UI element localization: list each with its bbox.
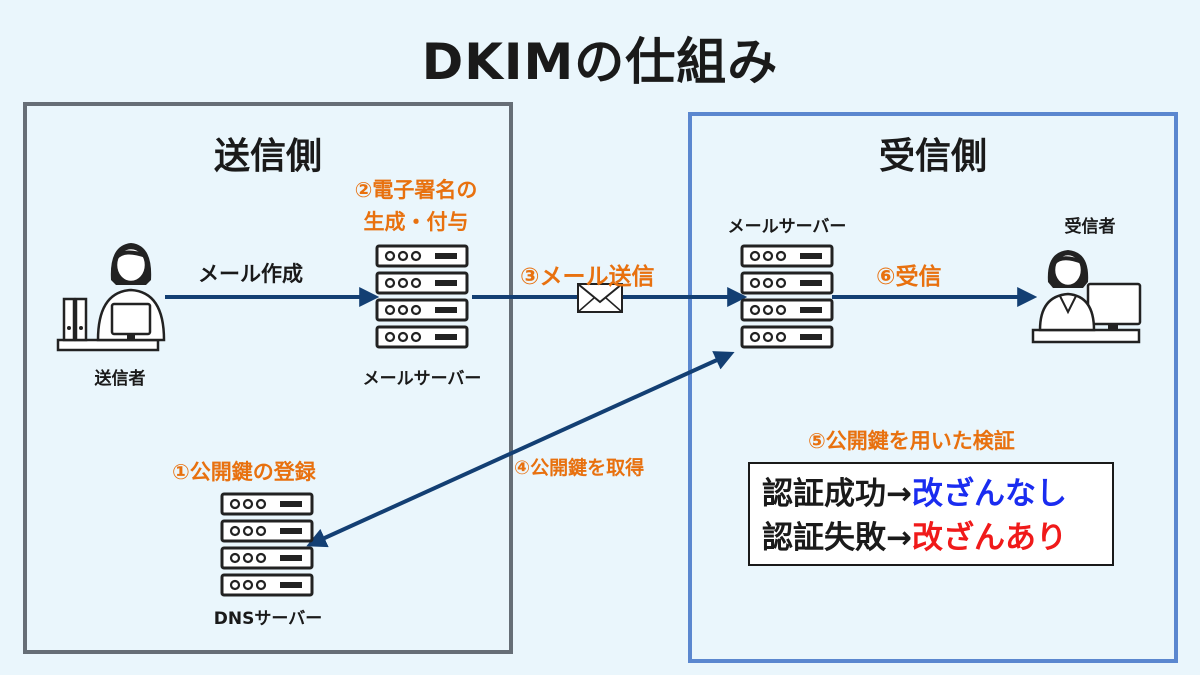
result-fail-value: 改ざんあり — [911, 520, 1067, 556]
envelope-icon — [577, 283, 623, 313]
step6-label: ⑥受信 — [876, 264, 942, 290]
arrow-public-key-fetch — [306, 351, 735, 548]
result-success-value: 改ざんなし — [911, 476, 1067, 512]
step4-label: ④公開鍵を取得 — [514, 457, 645, 479]
receiver-server-label: メールサーバー — [727, 217, 847, 237]
page-title: DKIMの仕組み — [421, 33, 779, 91]
sender-mail-server-icon — [375, 244, 469, 349]
verification-result-box: 認証成功→改ざんなし 認証失敗→改ざんあり — [748, 462, 1114, 566]
step5-label: ⑤公開鍵を用いた検証 — [808, 429, 1015, 453]
result-fail-prefix: 認証失敗→ — [762, 520, 912, 556]
sender-person-icon — [56, 243, 166, 352]
receiver-panel — [688, 112, 1178, 663]
receiver-heading: 受信側 — [878, 136, 987, 177]
result-fail-line: 認証失敗→改ざんあり — [762, 516, 1112, 560]
result-success-prefix: 認証成功→ — [762, 476, 912, 512]
sender-heading: 送信側 — [213, 136, 322, 177]
step2-label-line2: 生成・付与 — [363, 210, 469, 234]
step2-label-line1: ②電子署名の — [354, 178, 478, 202]
sender-person-label: 送信者 — [94, 369, 146, 389]
dns-server-icon — [220, 492, 314, 597]
result-success-line: 認証成功→改ざんなし — [762, 472, 1112, 516]
step1-label: ①公開鍵の登録 — [172, 460, 316, 484]
receiver-person-icon — [1031, 250, 1142, 344]
dns-server-label: DNSサーバー — [213, 609, 323, 629]
mail-creation-label: メール作成 — [198, 262, 303, 286]
receiver-mail-server-icon — [740, 244, 834, 349]
step3-label: ③メール送信 — [520, 264, 655, 290]
sender-server-label: メールサーバー — [362, 369, 482, 389]
receiver-person-label: 受信者 — [1064, 217, 1116, 237]
